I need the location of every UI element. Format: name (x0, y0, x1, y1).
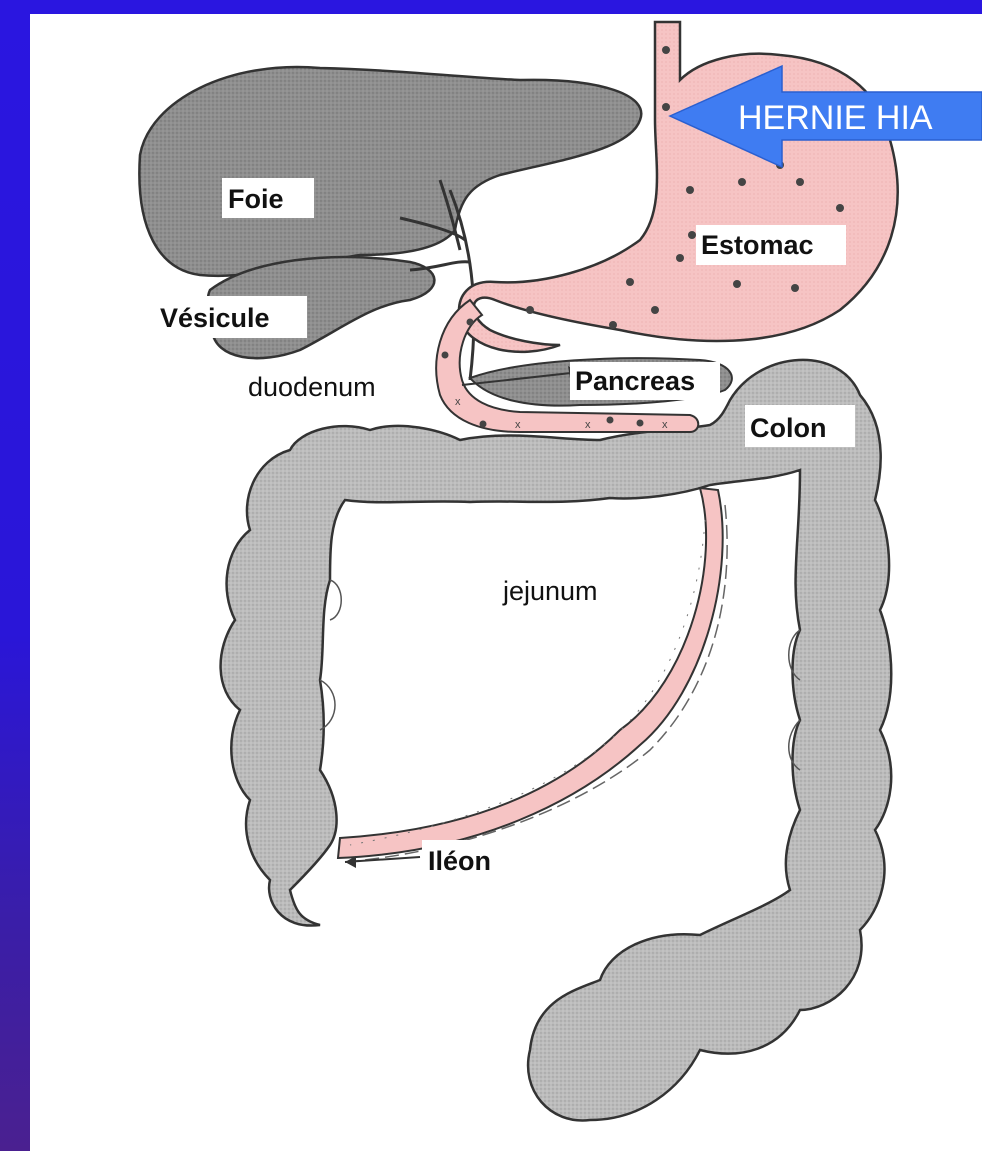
colon-shape (221, 360, 892, 1121)
label-estomac: Estomac (696, 225, 846, 265)
svg-text:x: x (585, 419, 591, 431)
label-liver: Foie (222, 178, 314, 218)
small-intestine-shape (338, 488, 727, 868)
svg-text:Iléon: Iléon (428, 846, 491, 876)
svg-text:Foie: Foie (228, 184, 284, 214)
label-pancreas: Pancreas (570, 362, 720, 400)
stomach-shape (459, 22, 898, 352)
label-jejunum: jejunum (498, 570, 653, 610)
svg-text:Estomac: Estomac (701, 230, 814, 260)
svg-text:x: x (662, 419, 668, 431)
svg-text:Colon: Colon (750, 413, 826, 443)
svg-text:Vésicule: Vésicule (160, 303, 270, 333)
svg-text:jejunum: jejunum (502, 576, 598, 606)
hernia-callout-text: HERNIE HIA (738, 99, 933, 137)
svg-text:x: x (455, 396, 461, 408)
label-colon: Colon (745, 405, 855, 447)
liver-shape (139, 67, 641, 276)
svg-text:duodenum: duodenum (248, 372, 376, 402)
svg-text:x: x (515, 419, 521, 431)
label-duodenum: duodenum (248, 372, 376, 402)
svg-text:Pancreas: Pancreas (575, 366, 695, 396)
label-vesicule: Vésicule (157, 296, 307, 338)
label-ileon: Iléon (422, 840, 517, 882)
